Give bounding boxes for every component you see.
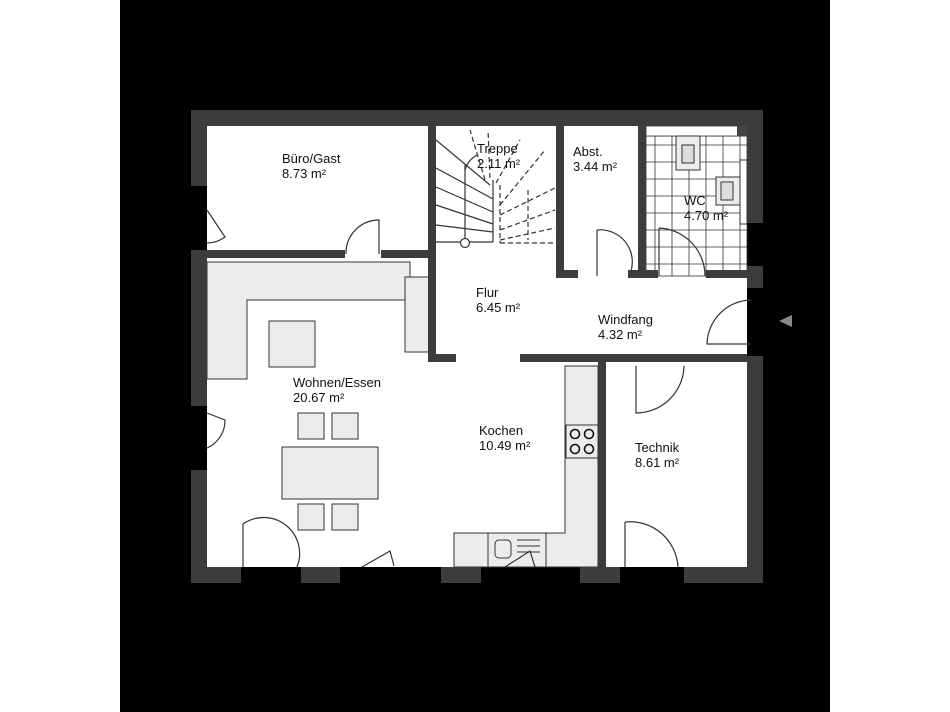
room-label: Technik — [635, 440, 680, 455]
door-swings — [206, 209, 752, 568]
room-area: 2.11 m² — [477, 156, 521, 171]
cooktop-icon — [565, 424, 599, 459]
door-entrance — [706, 299, 752, 345]
room-area: 4.70 m² — [684, 208, 729, 223]
left-margin — [0, 0, 120, 712]
walls — [191, 110, 763, 583]
chair-icon — [331, 412, 359, 440]
door-technik-outer — [624, 521, 679, 568]
kitchen-sink-icon — [487, 533, 547, 567]
sideboard-icon — [404, 276, 430, 353]
room-area: 8.73 m² — [282, 166, 327, 181]
door-terrace — [242, 516, 301, 568]
room-label: Kochen — [479, 423, 523, 438]
door-wc — [658, 227, 706, 277]
room-label: Treppe — [477, 141, 518, 156]
staircase-icon — [435, 129, 556, 249]
room-label: Wohnen/Essen — [293, 375, 381, 390]
wc-window-sill — [739, 159, 748, 225]
room-area: 10.49 m² — [479, 438, 531, 453]
room-area: 6.45 m² — [476, 300, 521, 315]
door-abst — [596, 229, 633, 277]
coffee-table-icon — [268, 320, 316, 368]
room-label: Büro/Gast — [282, 151, 341, 166]
window-wohnen — [206, 412, 226, 449]
window-buero — [206, 209, 226, 244]
room-area: 4.32 m² — [598, 327, 643, 342]
wc-shelf — [645, 125, 748, 137]
wc-pipe — [737, 126, 747, 136]
window-kitchen-2 — [504, 550, 536, 568]
entrance-arrow-icon — [779, 315, 792, 327]
chair-icon — [331, 503, 359, 531]
room-label: Windfang — [598, 312, 653, 327]
room-label: Abst. — [573, 144, 603, 159]
room-label: Flur — [476, 285, 499, 300]
sink-icon — [715, 176, 741, 206]
toilet-icon — [675, 135, 701, 171]
right-margin — [830, 0, 950, 712]
chair-icon — [297, 412, 325, 440]
room-label: WC — [684, 193, 706, 208]
window-kitchen-1 — [361, 550, 395, 568]
chair-icon — [297, 503, 325, 531]
door-technik-inner — [635, 365, 685, 414]
dining-table-icon — [281, 446, 379, 500]
door-buero — [345, 219, 380, 254]
room-area: 20.67 m² — [293, 390, 345, 405]
room-area: 8.61 m² — [635, 455, 680, 470]
room-area: 3.44 m² — [573, 159, 618, 174]
